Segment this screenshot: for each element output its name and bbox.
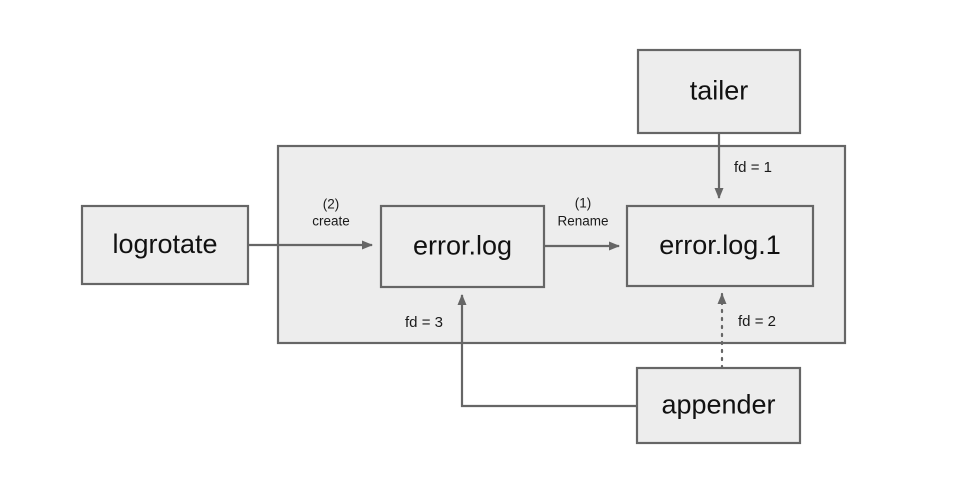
node-label-tailer: tailer xyxy=(690,76,749,106)
node-errorlog1[interactable]: error.log.1 xyxy=(625,204,815,288)
node-appender[interactable]: appender xyxy=(635,366,802,445)
node-label-errorlog: error.log xyxy=(413,231,512,261)
edge-label-errorlog-to-errorlog1-0: (1) xyxy=(575,196,592,211)
node-tailer[interactable]: tailer xyxy=(636,48,802,135)
edge-label-logrotate-to-errorlog-0: (2) xyxy=(323,197,340,212)
node-rect-errorlog1[interactable] xyxy=(625,204,815,288)
node-label-errorlog1: error.log.1 xyxy=(659,230,781,260)
nodes-layer: logrotate error.log error.log.1 tailer appen… xyxy=(80,48,815,445)
node-rect-tailer[interactable] xyxy=(636,48,802,135)
edge-appender-to-errorlog xyxy=(457,294,637,408)
node-errorlog[interactable]: error.log xyxy=(379,204,546,289)
edge-label-errorlog-to-errorlog1-1: Rename xyxy=(557,214,608,229)
edge-label-logrotate-to-errorlog-1: create xyxy=(312,214,350,229)
node-label-logrotate: logrotate xyxy=(112,229,217,259)
edge-label-tailer-to-errorlog1-0: fd = 1 xyxy=(734,159,772,176)
edge-label-appender-to-errorlog-0: fd = 3 xyxy=(405,314,443,331)
edge-label-appender-to-errorlog1-0: fd = 2 xyxy=(738,313,776,330)
edges-layer xyxy=(248,133,727,408)
node-rect-appender[interactable] xyxy=(635,366,802,445)
node-rect-logrotate[interactable] xyxy=(80,204,250,286)
node-rect-errorlog[interactable] xyxy=(379,204,546,289)
node-logrotate[interactable]: logrotate xyxy=(80,204,250,286)
edge-labels-layer: (2) create (1) Rename fd = 1 fd = 2 fd = 3 xyxy=(312,159,776,331)
node-label-appender: appender xyxy=(661,390,775,420)
